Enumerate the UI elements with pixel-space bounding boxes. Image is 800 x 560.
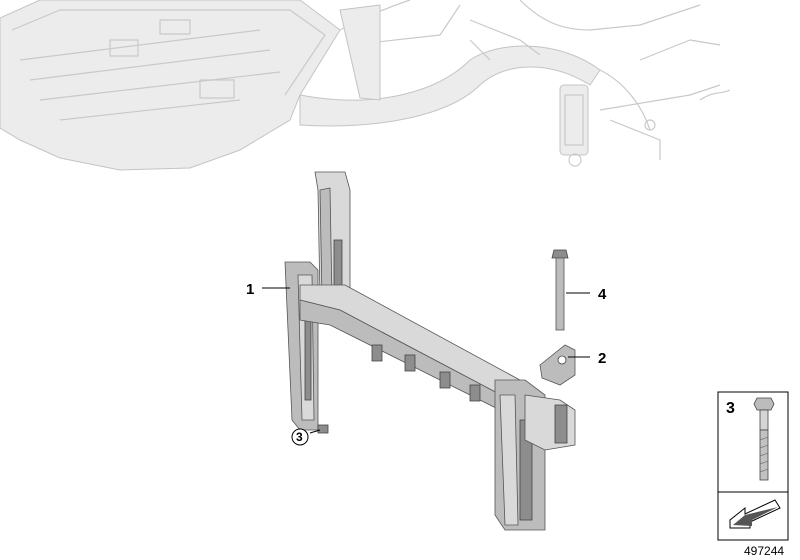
legend-panel: 3	[717, 391, 789, 541]
part-4-long-bolt	[551, 249, 569, 331]
callout-part-3-circled: 3	[291, 428, 309, 446]
direction-arrow-icon	[729, 499, 781, 529]
bolt-icon	[753, 397, 775, 481]
vehicle-context-ghost	[0, 0, 731, 171]
diagram-id: 497244	[744, 544, 784, 558]
callout-part-4: 4	[598, 286, 607, 303]
leader-line-3	[309, 429, 321, 434]
part-3-small-bolt	[317, 424, 329, 434]
part-1-bracket-assembly	[284, 171, 576, 531]
callout-part-3: 3	[296, 430, 303, 444]
part-2-bracket-plate	[539, 344, 576, 386]
callout-part-2: 2	[598, 350, 606, 367]
legend-part-number: 3	[726, 400, 735, 417]
callout-part-1: 1	[246, 281, 254, 298]
